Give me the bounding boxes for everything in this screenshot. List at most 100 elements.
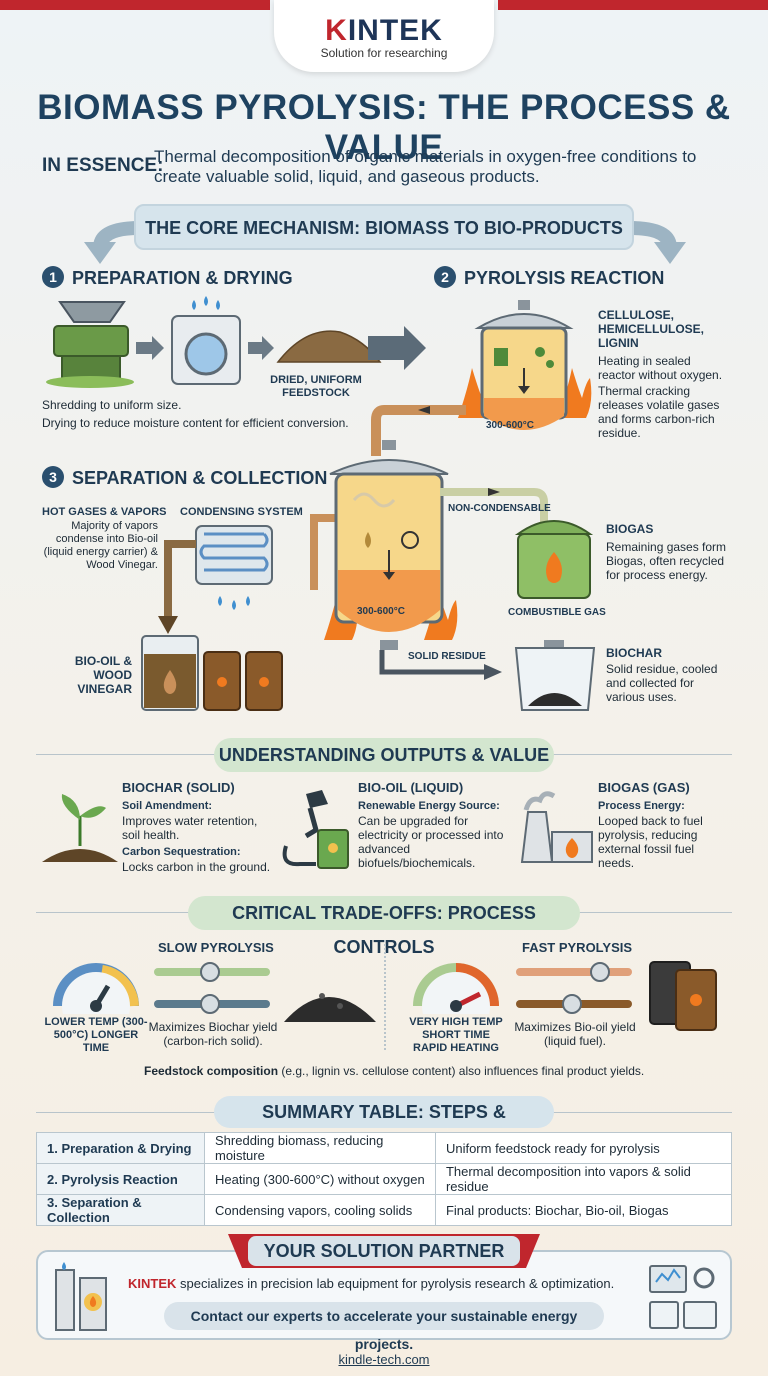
partner-title: YOUR SOLUTION PARTNER — [248, 1236, 520, 1266]
logo-text: INTEK — [347, 14, 443, 47]
biooil-output-title: BIO-OIL (LIQUID) — [358, 780, 464, 795]
partner-text: KINTEK specializes in precision lab equi… — [128, 1276, 614, 1291]
power-plant-icon — [520, 791, 593, 863]
biochar-t1: Improves water retention, soil health. — [122, 814, 258, 842]
biochar-output-title: BIOCHAR (SOLID) — [122, 780, 235, 795]
step1-line1: Shredding to uniform size. — [42, 398, 182, 412]
step1-number: 1 — [42, 266, 64, 288]
bio-oil-label: BIO-OIL & WOOD VINEGAR — [74, 654, 132, 696]
essence-label: IN ESSENCE: — [42, 155, 164, 176]
feedstock-pile-icon — [276, 330, 382, 363]
condenser-illustration — [158, 514, 348, 634]
table-cell: 3. Separation & Collection — [36, 1194, 205, 1226]
feedstock-label: DRIED, UNIFORM FEEDSTOCK — [270, 374, 362, 399]
biochar-container-icon — [514, 640, 596, 711]
preparation-illustration — [46, 296, 426, 388]
bio-oil-illustration — [141, 635, 283, 711]
fuel-pump-icon — [282, 790, 349, 869]
table-cell: Thermal decomposition into vapors & soli… — [434, 1163, 733, 1195]
biooil-t1: Can be upgraded for electricity or proce… — [358, 814, 504, 870]
step3-heading: 3 SEPARATION & COLLECTION — [42, 466, 327, 489]
step3-title: SEPARATION & COLLECTION — [72, 468, 328, 488]
lab-equipment-icon — [55, 1262, 107, 1331]
table-cell: 2. Pyrolysis Reaction — [36, 1163, 205, 1195]
table-row: 1. Preparation & Drying Shredding biomas… — [36, 1132, 733, 1164]
tradeoff-divider — [384, 940, 386, 1050]
step1-heading: 1 PREPARATION & DRYING — [42, 266, 293, 289]
step2-title: PYROLYSIS REACTION — [464, 268, 665, 288]
biochar-h1: Soil Amendment: — [122, 800, 213, 812]
page-title: BIOMASS PYROLYSIS: THE PROCESS & VALUE — [37, 88, 731, 167]
condensing-label: CONDENSING SYSTEM — [180, 506, 303, 518]
table-cell: Uniform feedstock ready for pyrolysis — [434, 1132, 733, 1164]
biogas-title: BIOGAS — [606, 522, 654, 536]
main-reactor-icon — [324, 440, 458, 650]
step2-components: CELLULOSE, HEMICELLULOSE, LIGNIN — [598, 308, 705, 350]
biochar-t2: Locks carbon in the ground. — [122, 860, 271, 874]
summary-table: 1. Preparation & Drying Shredding biomas… — [36, 1132, 733, 1226]
brand-logo[interactable]: KINTEK Solution for researching — [274, 0, 494, 72]
biogas-t1: Looped back to fuel pyrolysis, reducing … — [598, 814, 703, 870]
essence-text: Thermal decomposition of organic materia… — [154, 147, 697, 186]
slow-sliders[interactable] — [150, 960, 280, 1020]
slow-gauge-label: LOWER TEMP (300-500°C) LONGER TIME — [44, 1016, 148, 1054]
top-red-band-right — [498, 0, 768, 10]
gas-pipe-icon — [440, 488, 548, 526]
step2-temp: 300-600°C — [486, 420, 534, 431]
step2-desc2: Thermal cracking releases volatile gases… — [598, 384, 720, 440]
fast-desc: Maximizes Bio-oil yield (liquid fuel). — [514, 1020, 636, 1048]
table-cell: 1. Preparation & Drying — [36, 1132, 205, 1164]
step3-number: 3 — [42, 466, 64, 488]
summary-heading: SUMMARY TABLE: STEPS & OUTCOMES — [214, 1096, 554, 1154]
feedstock-note-bold: Feedstock composition — [144, 1064, 279, 1078]
slow-gauge-icon — [53, 963, 139, 1014]
reactor-temp: 300-600°C — [357, 606, 405, 617]
step1-title: PREPARATION & DRYING — [72, 268, 293, 288]
core-mechanism-banner: THE CORE MECHANISM: BIOMASS TO BIO-PRODU… — [134, 204, 634, 250]
computer-gear-icon — [649, 1265, 717, 1329]
outputs-heading: UNDERSTANDING OUTPUTS & VALUE — [214, 738, 554, 772]
combustible-label: COMBUSTIBLE GAS — [508, 607, 606, 618]
partner-text-rest: specializes in precision lab equipment f… — [176, 1276, 615, 1291]
brand-tagline: Solution for researching — [320, 46, 448, 60]
biogas-output-title: BIOGAS (GAS) — [598, 780, 690, 795]
non-condensable-label: NON-CONDENSABLE — [448, 503, 551, 514]
slow-desc: Maximizes Biochar yield (carbon-rich sol… — [148, 1020, 278, 1048]
fast-sliders[interactable] — [512, 960, 642, 1020]
table-cell: Condensing vapors, cooling solids — [204, 1194, 436, 1226]
biochar-pile-icon — [284, 993, 376, 1022]
partner-brand: KINTEK — [128, 1276, 177, 1291]
table-row: 3. Separation & Collection Condensing va… — [36, 1194, 733, 1226]
biooil-h1: Renewable Energy Source: — [358, 800, 500, 812]
step2-desc1: Heating in sealed reactor without oxygen… — [598, 354, 723, 382]
table-row: 2. Pyrolysis Reaction Heating (300-600°C… — [36, 1163, 733, 1195]
footer-link[interactable]: kindle-tech.com — [338, 1352, 430, 1367]
transfer-pipe-icon — [371, 405, 466, 456]
table-cell: Final products: Biochar, Bio-oil, Biogas — [434, 1194, 733, 1226]
biochar-desc: Solid residue, cooled and collected for … — [606, 662, 718, 704]
slow-title: SLOW PYROLYSIS — [158, 940, 274, 955]
solid-residue-arrow-icon — [379, 650, 502, 680]
table-cell: Heating (300-600°C) without oxygen — [204, 1163, 436, 1195]
hot-gases-desc: Majority of vapors condense into Bio-oil… — [43, 520, 158, 571]
contact-cta-button[interactable]: Contact our experts to accelerate your s… — [164, 1302, 604, 1352]
step2-heading: 2 PYROLYSIS REACTION — [434, 266, 664, 289]
table-cell: Shredding biomass, reducing moisture — [204, 1132, 436, 1164]
dryer-icon — [171, 296, 241, 385]
solid-residue-label: SOLID RESIDUE — [408, 651, 486, 662]
tradeoffs-heading: CRITICAL TRADE-OFFS: PROCESS CONTROLS — [188, 896, 580, 957]
hot-gases-label: HOT GASES & VAPORS — [42, 506, 167, 518]
small-reactor-icon — [458, 300, 592, 430]
fast-gauge-icon — [413, 963, 499, 1014]
oil-barrels-icon — [649, 961, 717, 1031]
biochar-title: BIOCHAR — [606, 646, 662, 660]
biochar-h2: Carbon Sequestration: — [122, 846, 241, 858]
fast-gauge-label: VERY HIGH TEMP SHORT TIME RAPID HEATING — [409, 1016, 503, 1054]
biogas-desc: Remaining gases form Biogas, often recyc… — [606, 540, 727, 582]
logo-k: K — [325, 14, 348, 47]
feedstock-note: Feedstock composition (e.g., lignin vs. … — [144, 1064, 644, 1078]
top-red-band-left — [0, 0, 270, 10]
step2-number: 2 — [434, 266, 456, 288]
shredder-icon — [46, 301, 134, 388]
biogas-h1: Process Energy: — [598, 800, 685, 812]
